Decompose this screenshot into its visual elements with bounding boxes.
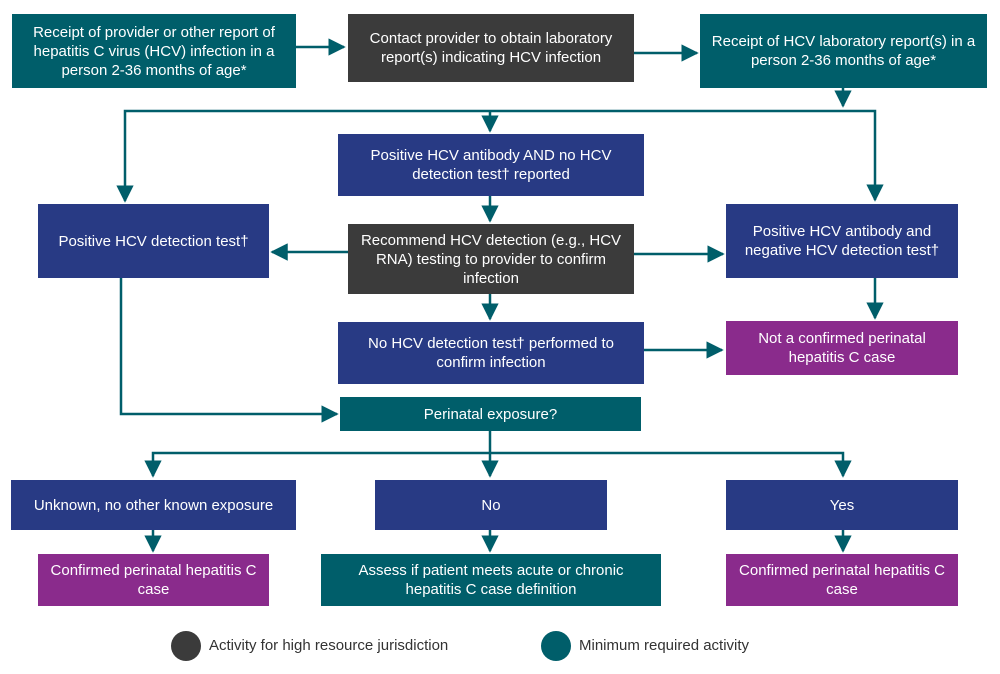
connector-exposure-branches xyxy=(144,451,852,478)
no-detection-performed-node: No HCV detection test† performed to conf… xyxy=(338,322,644,384)
legend-high-resource-swatch xyxy=(171,631,201,661)
receipt-provider-report-node: Receipt of provider or other report of h… xyxy=(12,14,296,88)
legend-high-resource-label: Activity for high resource jurisdiction xyxy=(209,637,449,654)
recommend-detection-node: Recommend HCV detection (e.g., HCV RNA) … xyxy=(348,224,634,294)
positive-antibody-negative-detection-node: Positive HCV antibody and negative HCV d… xyxy=(726,204,958,278)
arrow-detection-to-exposure xyxy=(119,278,339,423)
not-confirmed-case-node: Not a confirmed perinatal hepatitis C ca… xyxy=(726,321,958,375)
no-exposure-node: No xyxy=(375,480,607,530)
unknown-exposure-node: Unknown, no other known exposure xyxy=(11,480,296,530)
perinatal-exposure-node: Perinatal exposure? xyxy=(340,397,641,431)
confirmed-case-left-node: Confirmed perinatal hepatitis C case xyxy=(38,554,269,606)
connector-distribution-bar xyxy=(116,109,884,203)
positive-detection-test-node: Positive HCV detection test† xyxy=(38,204,269,278)
receipt-lab-report-node: Receipt of HCV laboratory report(s) in a… xyxy=(700,14,987,88)
contact-provider-node: Contact provider to obtain laboratory re… xyxy=(348,14,634,82)
confirmed-case-right-node: Confirmed perinatal hepatitis C case xyxy=(726,554,958,606)
positive-antibody-no-detection-node: Positive HCV antibody AND no HCV detecti… xyxy=(338,134,644,196)
legend-minimum-required-label: Minimum required activity xyxy=(579,637,750,654)
yes-exposure-node: Yes xyxy=(726,480,958,530)
assess-case-definition-node: Assess if patient meets acute or chronic… xyxy=(321,554,661,606)
legend-minimum-required-swatch xyxy=(541,631,571,661)
